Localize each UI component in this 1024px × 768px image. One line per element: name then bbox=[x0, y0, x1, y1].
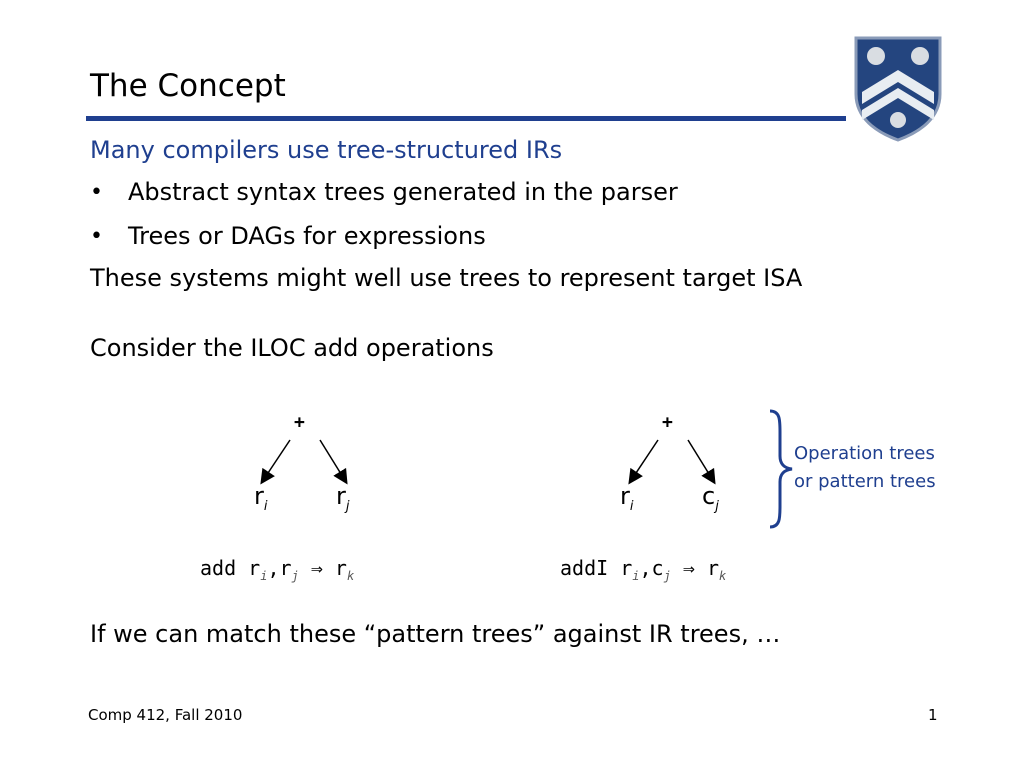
title-underline bbox=[86, 116, 846, 121]
pattern-match-line: If we can match these “pattern trees” ag… bbox=[90, 620, 781, 648]
tree2-root: + bbox=[662, 412, 673, 433]
university-crest-logo bbox=[854, 36, 942, 142]
intro-line: Many compilers use tree-structured IRs bbox=[90, 136, 563, 164]
bullet-marker: • bbox=[90, 224, 103, 249]
isa-line: These systems might well use trees to re… bbox=[90, 264, 803, 292]
note-line: or pattern trees bbox=[794, 471, 936, 492]
tree1-root: + bbox=[294, 412, 305, 433]
tree1-left-leaf: ri bbox=[254, 482, 268, 514]
tree1-right-leaf: rj bbox=[336, 482, 350, 514]
tree2-left-leaf: ri bbox=[620, 482, 634, 514]
tree1-edges bbox=[260, 439, 348, 485]
curly-brace bbox=[769, 409, 793, 529]
footer-course: Comp 412, Fall 2010 bbox=[88, 706, 243, 724]
tree2-right-leaf: cj bbox=[702, 482, 719, 514]
iloc-add-op: add ri,rj ⇒ rk bbox=[200, 556, 355, 583]
page-number: 1 bbox=[928, 706, 938, 724]
bullet-text: Abstract syntax trees generated in the p… bbox=[128, 178, 678, 206]
note-line: Operation trees bbox=[794, 443, 935, 464]
tree2-edges bbox=[628, 439, 716, 485]
bullet-text: Trees or DAGs for expressions bbox=[128, 222, 486, 250]
pattern-tree-note: Operation trees or pattern trees bbox=[794, 440, 936, 496]
iloc-addi-op: addI ri,cj ⇒ rk bbox=[560, 556, 727, 583]
slide-title: The Concept bbox=[90, 68, 286, 104]
consider-line: Consider the ILOC add operations bbox=[90, 334, 494, 362]
bullet-marker: • bbox=[90, 180, 103, 205]
